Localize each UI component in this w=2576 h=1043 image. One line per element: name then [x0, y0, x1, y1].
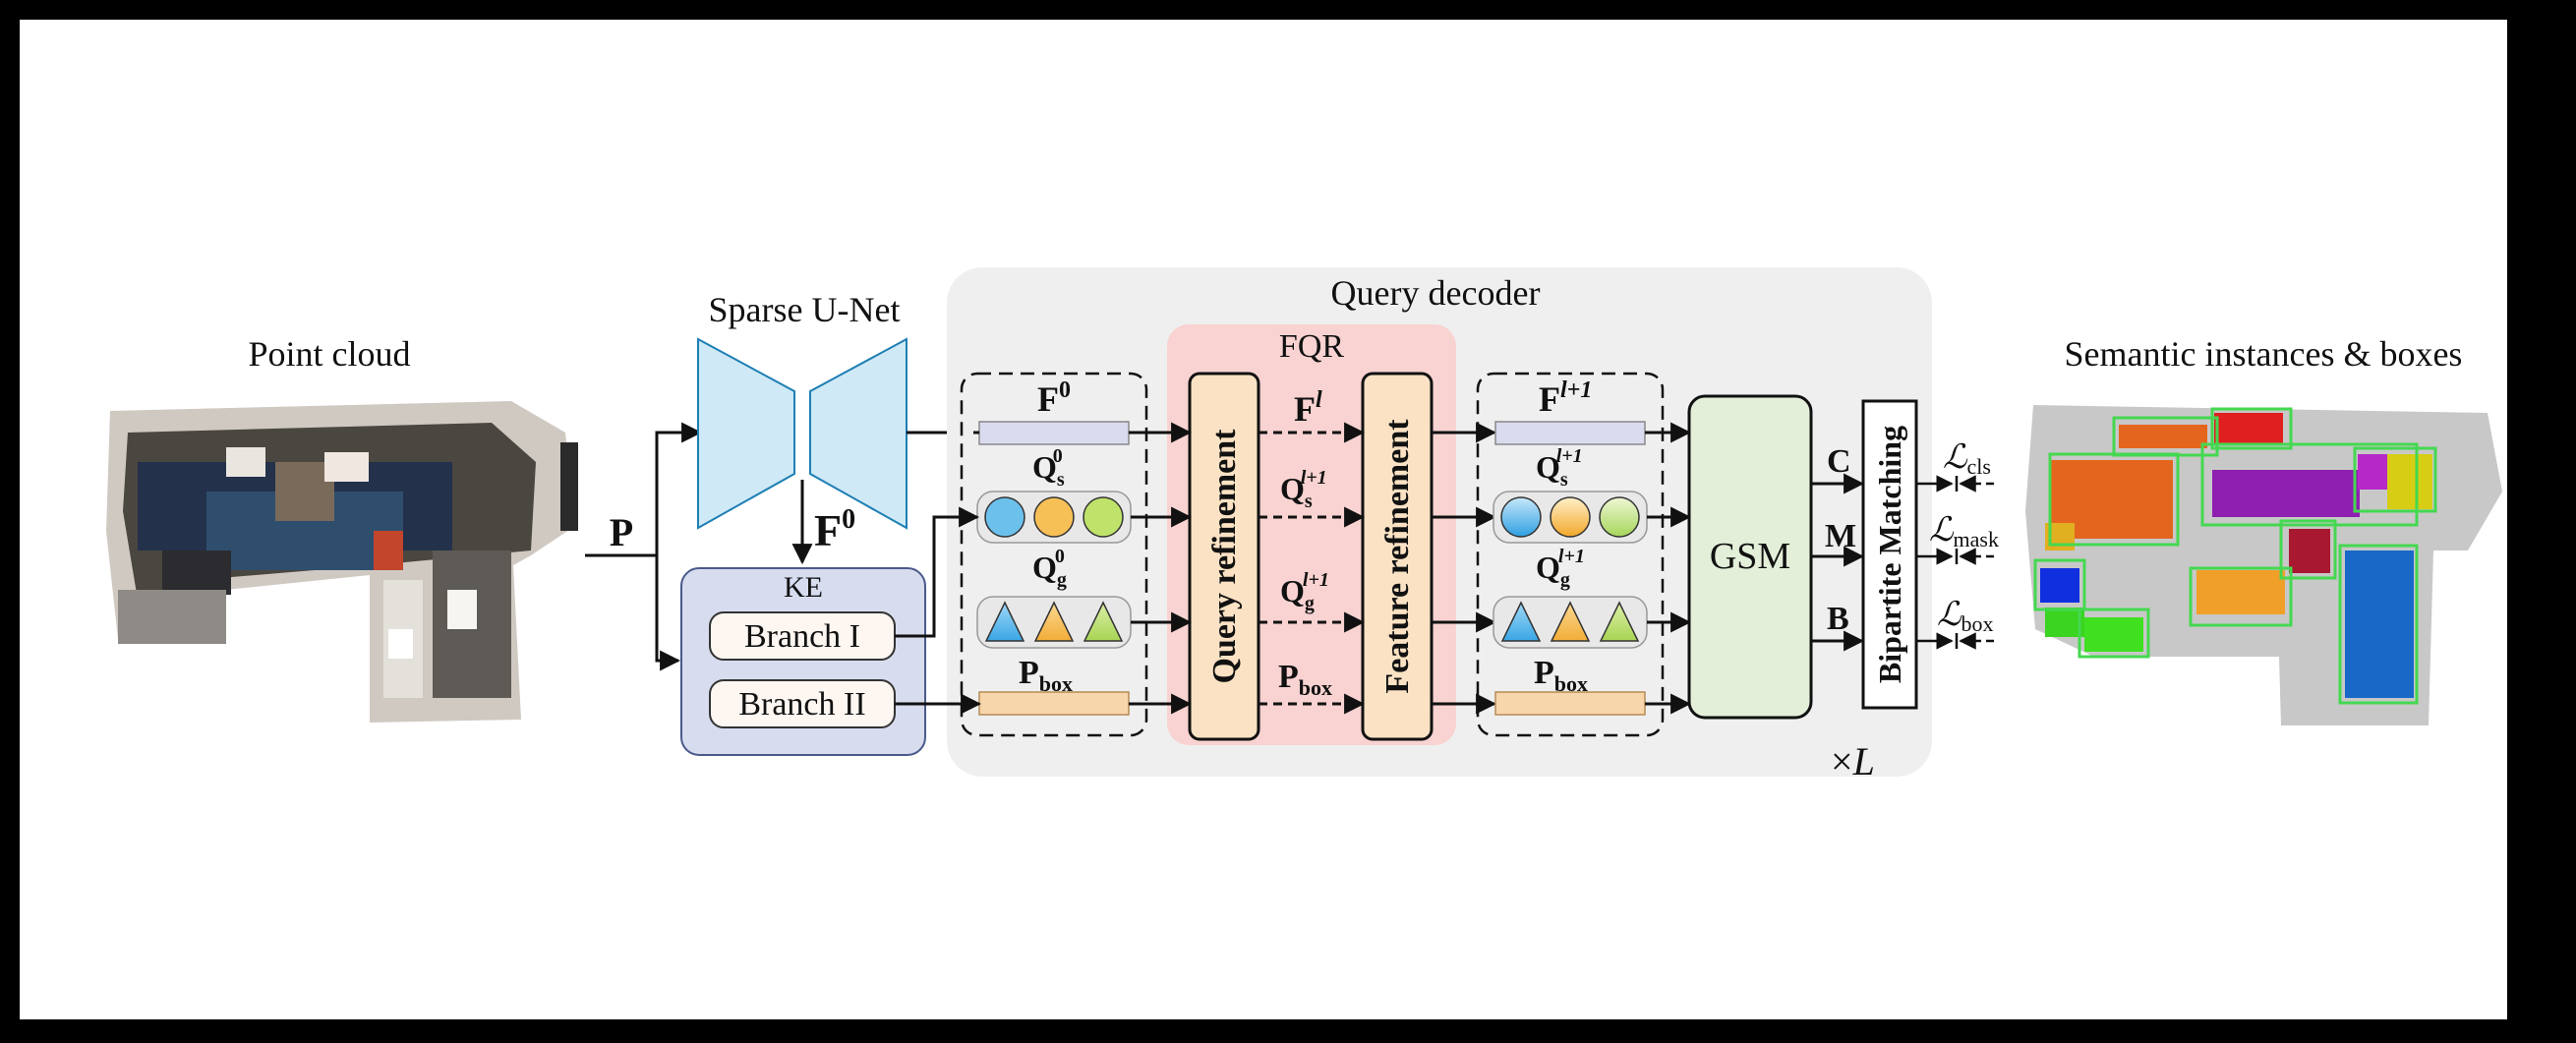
right-qs-circle-orange	[1550, 496, 1591, 538]
right-f-label: Fl+1	[1539, 377, 1592, 419]
loss-cls-label: ℒcls	[1943, 439, 1991, 479]
query-refinement-module	[1188, 372, 1260, 741]
mid-qg-label: Qgl+1	[1280, 569, 1329, 614]
left-pbox-bar	[978, 691, 1130, 716]
left-qs-label: Qs0	[1032, 445, 1065, 491]
right-qs-circle-blue	[1500, 496, 1542, 538]
output-title: Semantic instances & boxes	[2065, 334, 2463, 374]
fqr-title: FQR	[1279, 328, 1344, 365]
unet-title: Sparse U-Net	[709, 290, 901, 329]
right-feature-bar	[1494, 421, 1646, 445]
output-b-label: B	[1827, 601, 1849, 637]
right-qs-circle-green	[1599, 496, 1640, 538]
point-cloud-image	[106, 401, 578, 723]
right-qg-label: Qgl+1	[1536, 546, 1585, 591]
left-qs-circle-blue	[984, 496, 1025, 538]
point-cloud-title: Point cloud	[248, 334, 410, 374]
feature-refinement-module	[1361, 372, 1434, 741]
fr-to-stack-arrows	[1432, 422, 1497, 715]
output-c-label: C	[1827, 443, 1851, 480]
input-arrows	[585, 422, 703, 671]
left-qg-triangle-green	[1083, 601, 1124, 642]
unet-encoder	[697, 337, 795, 530]
right-qg-triangle-orange	[1550, 601, 1591, 642]
mid-qs-label: Qsl+1	[1280, 467, 1327, 512]
gsm-label: GSM	[1710, 536, 1790, 577]
output-m-label: M	[1825, 518, 1856, 554]
loss-box-label: ℒbox	[1937, 597, 1994, 636]
bipartite-matching-label: Bipartite Matching	[1872, 426, 1907, 683]
mid-pbox-label: Pbox	[1278, 659, 1332, 700]
right-pbox-bar	[1494, 691, 1646, 716]
left-qs-circle-green	[1083, 496, 1124, 538]
stack-to-qr-arrows	[1129, 422, 1193, 715]
right-qg-triangle-blue	[1500, 601, 1542, 642]
left-qg-label: Qg0	[1032, 546, 1067, 591]
query-refinement-label: Query refinement	[1206, 429, 1243, 684]
left-qs-circle-orange	[1033, 496, 1075, 538]
right-qg-triangle-green	[1599, 601, 1640, 642]
feature-refinement-label: Feature refinement	[1379, 419, 1416, 694]
loss-mask-label: ℒmask	[1929, 512, 1999, 551]
bipartite-matching-module	[1861, 399, 1918, 710]
left-query-stack	[960, 372, 1148, 737]
left-f0-label: F0	[1037, 377, 1071, 419]
left-feature-bar	[978, 421, 1130, 445]
left-qg-triangle-orange	[1033, 601, 1075, 642]
loss-connectors	[1916, 475, 1994, 650]
branch-2-label: Branch II	[738, 686, 865, 723]
mid-fl-label: Fl	[1294, 387, 1322, 429]
unet-f0-label: F0	[814, 504, 855, 555]
ke-to-stack-arrows	[895, 431, 982, 715]
unet-decoder	[809, 337, 907, 530]
repeat-label: ×L	[1831, 739, 1875, 783]
query-decoder-title: Query decoder	[1331, 273, 1541, 313]
gsm-output-arrows	[1811, 473, 1865, 652]
right-qs-label: Qsl+1	[1536, 445, 1583, 491]
qr-to-fr-arrows	[1259, 422, 1366, 715]
ke-title: KE	[784, 571, 823, 604]
stack-to-gsm-arrows	[1645, 422, 1692, 715]
left-qg-triangle-blue	[984, 601, 1025, 642]
input-p-label: P	[610, 510, 633, 554]
right-query-stack	[1476, 372, 1665, 737]
output-segmentation-image	[2025, 405, 2502, 725]
branch-1-label: Branch I	[744, 618, 860, 655]
